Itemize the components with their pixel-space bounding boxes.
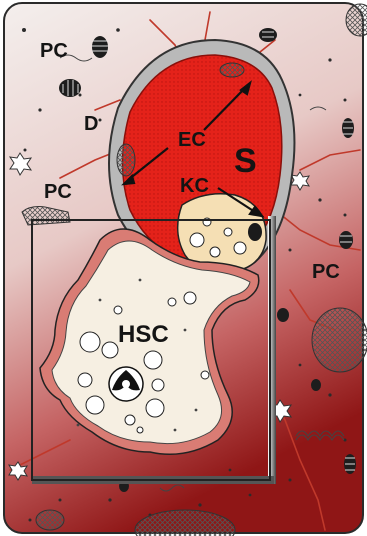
- label-pc-right: PC: [312, 261, 340, 283]
- label-s: S: [234, 142, 257, 180]
- label-kc: KC: [180, 175, 209, 197]
- label-d: D: [84, 113, 98, 135]
- label-pc-left: PC: [44, 181, 72, 203]
- label-pc-top: PC: [40, 40, 68, 62]
- label-hsc: HSC: [118, 321, 169, 348]
- endothelial-nucleus: [117, 144, 135, 176]
- endothelial-nucleus: [220, 63, 244, 77]
- label-ec: EC: [178, 129, 206, 151]
